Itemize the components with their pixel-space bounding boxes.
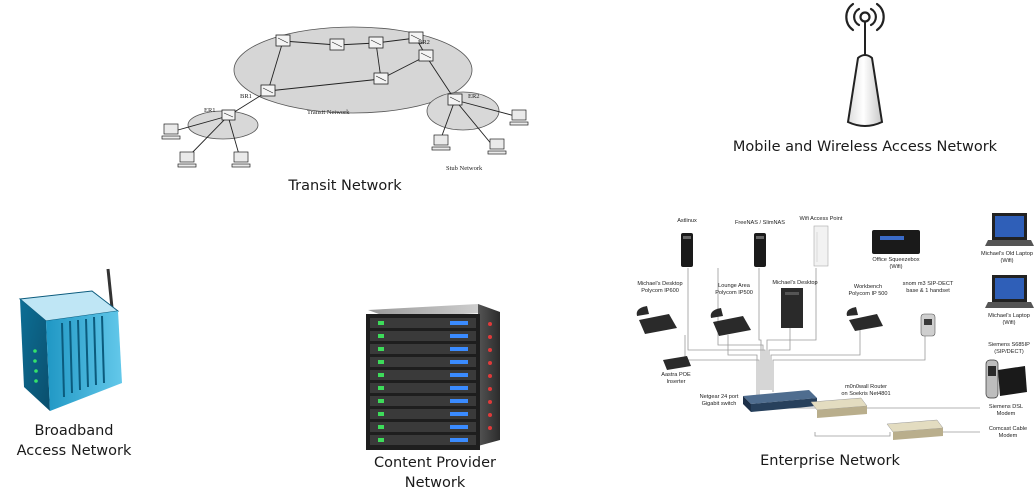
cloud-label: Transit Network <box>307 109 350 116</box>
laptop-icon <box>985 275 1034 308</box>
er2-label: ER2 <box>468 93 480 100</box>
laptop-label: Michael's Laptop (Wifi) <box>988 313 1030 326</box>
astlinux-server <box>681 233 693 267</box>
host-icon <box>431 134 451 151</box>
br2-label: BR2 <box>418 39 430 46</box>
server-rack <box>358 300 506 452</box>
enterprise-network-diagram: Astlinux FreeNAS / SlimNAS Wifi Access P… <box>625 210 1036 446</box>
stub-label: Stub Network <box>446 165 483 172</box>
antenna-icon <box>845 2 885 127</box>
modem-icon <box>18 268 122 411</box>
broadband-caption-1: Broadband <box>34 423 114 439</box>
workbench-label: Workbench Polycom IP 500 <box>848 284 888 297</box>
dect-label: snom m3 SIP-DECT base & 1 handset <box>902 281 954 294</box>
desk-phone-icon <box>636 306 677 334</box>
cable-label: Comcast Cable Modem <box>988 426 1028 439</box>
desktop-label: Michael's Desktop <box>772 280 818 286</box>
router-label: m0n0wall Router on Soekris Net4801 <box>841 384 891 397</box>
content-caption-2: Network <box>404 475 466 491</box>
lounge-phone-icon <box>710 308 751 336</box>
desktop-pc-icon <box>781 288 803 328</box>
wireless-caption: Mobile and Wireless Access Network <box>732 139 998 155</box>
er1-label: ER1 <box>204 107 216 114</box>
br1-label: BR1 <box>240 93 252 100</box>
workbench-phone-icon <box>846 307 883 331</box>
host-icon <box>487 138 507 155</box>
astlinux-label: Astlinux <box>677 218 697 224</box>
content-caption-1: Content Provider <box>374 455 496 471</box>
broadband-caption-2: Access Network <box>16 443 132 459</box>
squeezebox <box>872 230 920 254</box>
siemens-dect-label: Siemens S685IP (SIP/DECT) <box>988 342 1030 355</box>
switch-label: Netgear 24 port Gigabit switch <box>699 394 739 407</box>
enterprise-graph <box>636 213 1034 440</box>
access-point <box>813 225 829 267</box>
poe-label: Aastra POE Inserter <box>661 372 691 385</box>
dsl-label: Siemens DSL Modem <box>988 404 1024 417</box>
nas-label: FreeNAS / SlimNAS <box>734 220 786 226</box>
squeezebox-label: Office Squeezebox (Wifi) <box>872 257 920 270</box>
old-laptop-label: Michael's Old Laptop (Wifi) <box>980 251 1034 264</box>
siemens-dect-icon <box>985 359 1027 399</box>
enterprise-caption: Enterprise Network <box>760 453 900 469</box>
wireless-antenna <box>820 0 910 136</box>
ap-label: Wifi Access Point <box>799 216 843 222</box>
broadband-modem <box>6 265 136 415</box>
host-icon <box>161 123 181 140</box>
transit-caption: Transit Network <box>288 178 402 194</box>
host-icon <box>231 151 251 168</box>
server-rack-icon <box>366 304 500 450</box>
transit-network-graph: Transit Network Stub Network BR1 BR2 ER1… <box>161 26 529 172</box>
nas-server <box>754 233 766 267</box>
lounge-phone-label: Lounge Area Polycom IP500 <box>715 283 753 296</box>
old-laptop-icon <box>985 213 1034 246</box>
desk-phone-label: Michael's Desktop Polycom IP600 <box>637 281 683 294</box>
switch-icon <box>743 390 817 412</box>
cable-modem-icon <box>886 419 944 440</box>
host-icon <box>177 151 197 168</box>
host-icon <box>509 109 529 126</box>
router-icon <box>810 397 868 418</box>
poe-inserter-icon <box>663 356 691 370</box>
transit-network-diagram: Transit Network Stub Network BR1 BR2 ER1… <box>150 18 540 173</box>
dect-phone-icon <box>920 313 936 337</box>
